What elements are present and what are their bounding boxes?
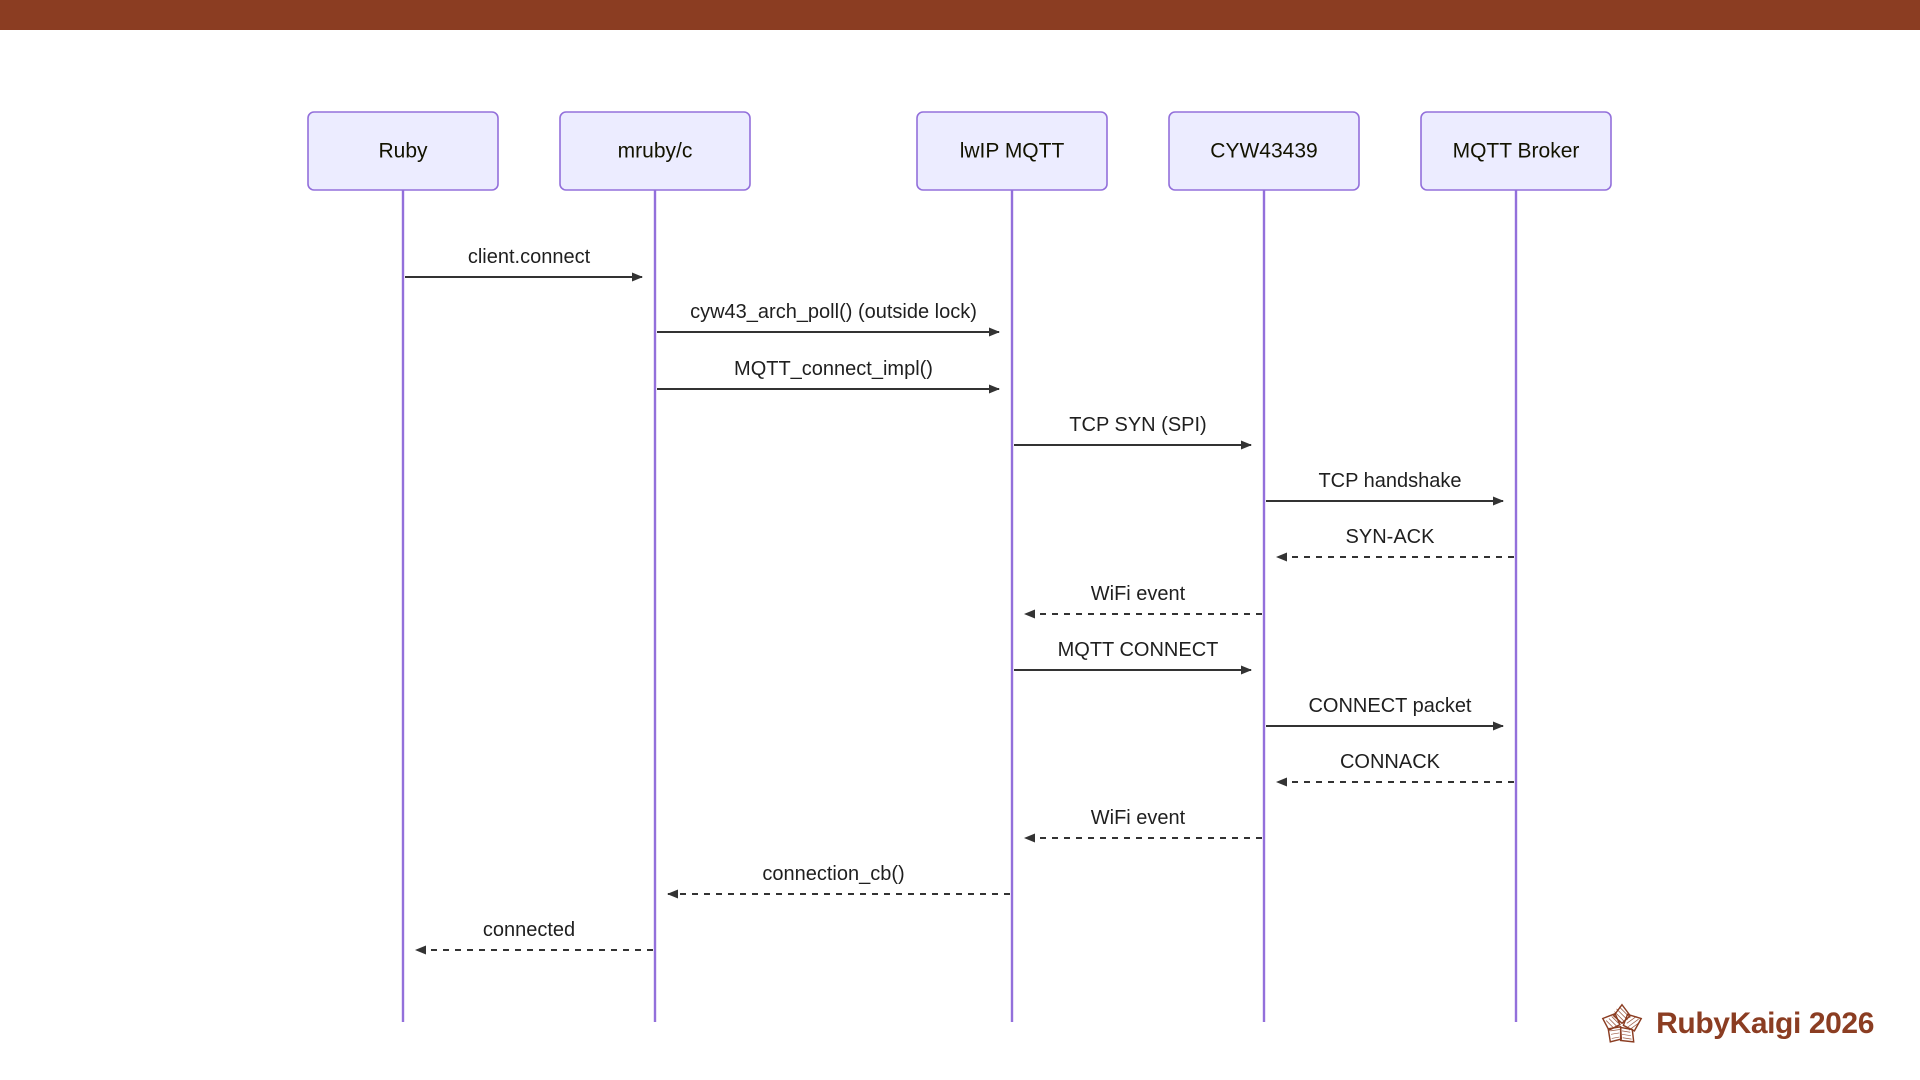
- participant-label-broker: MQTT Broker: [1453, 140, 1580, 163]
- messages-group: client.connect cyw43_arch_poll() (outside…: [405, 246, 1514, 955]
- message-label-10: CONNACK: [1340, 751, 1441, 773]
- participant-label-lwip: lwIP MQTT: [960, 140, 1065, 163]
- sequence-diagram-svg: client.connect cyw43_arch_poll() (outside…: [307, 111, 1612, 1022]
- rubykaigi-woven-star-icon: [1600, 1002, 1644, 1046]
- participant-box-broker[interactable]: [1420, 111, 1612, 191]
- message-label-6: SYN-ACK: [1346, 526, 1436, 548]
- message-label-5: TCP handshake: [1318, 470, 1461, 492]
- message-label-9: CONNECT packet: [1308, 695, 1471, 717]
- participant-label-ruby: Ruby: [378, 140, 428, 163]
- message-label-13: connected: [483, 919, 575, 941]
- message-label-11: WiFi event: [1091, 807, 1186, 829]
- message-label-8: MQTT CONNECT: [1058, 639, 1219, 661]
- participant-box-mrubyc[interactable]: [559, 111, 751, 191]
- message-label-7: WiFi event: [1091, 583, 1186, 605]
- message-label-4: TCP SYN (SPI): [1069, 414, 1206, 436]
- message-label-2: cyw43_arch_poll() (outside lock): [690, 301, 977, 323]
- rubykaigi-wordmark: RubyKaigi 2026: [1656, 1007, 1874, 1040]
- slide-top-bar: [0, 0, 1920, 30]
- message-label-1: client.connect: [468, 246, 591, 268]
- participant-box-lwip[interactable]: [916, 111, 1108, 191]
- participant-box-ruby[interactable]: [307, 111, 499, 191]
- participant-label-mrubyc: mruby/c: [618, 140, 693, 163]
- actors-group: Ruby mruby/c lwIP MQTT CYW43439 MQTT Broker: [307, 111, 1612, 191]
- participant-box-cyw[interactable]: [1168, 111, 1360, 191]
- lifelines-group: [401, 190, 1518, 1022]
- message-label-12: connection_cb(): [762, 863, 904, 885]
- sequence-diagram: client.connect cyw43_arch_poll() (outside…: [0, 30, 1920, 1080]
- message-label-3: MQTT_connect_impl(): [734, 358, 933, 380]
- participant-label-cyw: CYW43439: [1210, 140, 1317, 163]
- rubykaigi-brand: RubyKaigi 2026: [1600, 1002, 1874, 1046]
